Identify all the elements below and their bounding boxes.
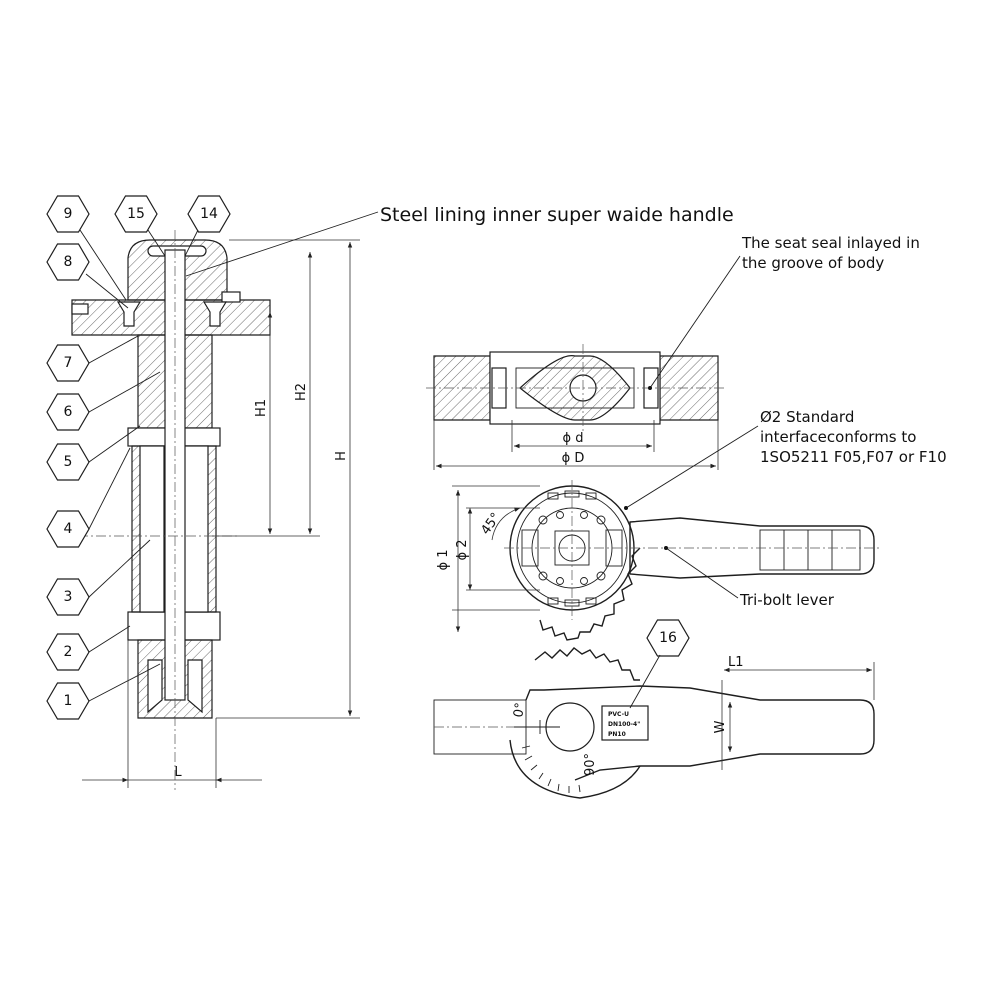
dim-d: ϕ d <box>563 431 584 446</box>
dim-45deg: 45° <box>478 510 504 537</box>
lock-teeth <box>539 547 641 641</box>
dim-H2: H2 <box>294 383 309 401</box>
svg-text:9: 9 <box>64 206 73 222</box>
nameplate-line2: DN100-4" <box>608 721 640 728</box>
svg-text:7: 7 <box>64 355 73 371</box>
dim-H: H <box>334 451 349 461</box>
dim-phi2: ϕ 2 <box>455 540 470 561</box>
svg-text:2: 2 <box>64 644 73 660</box>
top-teeth <box>534 647 640 681</box>
callout-9: 9 <box>46 195 90 233</box>
iso-annotation-line3: 1SO5211 F05,F07 or F10 <box>760 448 947 466</box>
dial-zero: 0° <box>511 702 528 719</box>
callout-16: 16 <box>646 619 690 657</box>
callout-6: 6 <box>46 393 90 431</box>
dial-arc <box>509 739 641 799</box>
svg-text:15: 15 <box>127 206 145 222</box>
handle-leader <box>185 211 379 277</box>
lever-leader <box>665 547 739 599</box>
seat-annotation-line1: The seat seal inlayed in <box>741 234 920 252</box>
seat-leader <box>649 255 741 389</box>
part-leaders <box>79 229 199 702</box>
handle-annotation: Steel lining inner super waide handle <box>380 204 734 226</box>
foot-slot-right <box>187 659 203 714</box>
svg-text:1: 1 <box>64 693 73 709</box>
handle-outline <box>525 685 875 781</box>
svg-text:3: 3 <box>64 589 73 605</box>
seat-annotation-line2: the groove of body <box>742 254 884 272</box>
flange-lip <box>71 303 89 315</box>
callout-3: 3 <box>46 578 90 616</box>
left-bolt <box>116 301 142 327</box>
iso-annotation-line2: interfaceconforms to <box>760 428 916 446</box>
nameplate-line3: PN10 <box>608 731 626 738</box>
body-section-view: ϕ d ϕ D <box>426 344 726 470</box>
callout-2: 2 <box>46 633 90 671</box>
section-view: 9 15 14 8 7 6 <box>46 195 360 790</box>
svg-text:14: 14 <box>200 206 218 222</box>
foot-slot-left <box>147 659 163 714</box>
lever-handle <box>629 517 875 579</box>
callout-4: 4 <box>46 510 90 548</box>
iso-annotation-line1: Ø2 Standard <box>760 408 854 426</box>
nameplate <box>601 705 649 741</box>
callout-5: 5 <box>46 443 90 481</box>
nameplate-line1: PVC-U <box>608 711 629 718</box>
dim-L: L <box>174 765 182 780</box>
dim-phi1: ϕ 1 <box>436 550 451 571</box>
vertical-dimensions: H H2 H1 <box>212 239 360 719</box>
body-bore-right <box>183 445 209 613</box>
callout-1: 1 <box>46 682 90 720</box>
lever-annotation: Tri-bolt lever <box>739 591 835 609</box>
dim-L-group: L <box>82 640 262 788</box>
dim-W: W <box>713 720 728 733</box>
callout-15: 15 <box>114 195 158 233</box>
dial-ninety: 90° <box>583 753 598 776</box>
svg-text:5: 5 <box>64 454 73 470</box>
dial-ticks <box>521 745 581 793</box>
dim-H1: H1 <box>254 399 269 417</box>
callout-7: 7 <box>46 344 90 382</box>
body-bore-left <box>139 445 165 613</box>
dim-L1: L1 <box>728 655 744 670</box>
flange-bolt-head <box>221 291 241 303</box>
top-view: ϕ 1 ϕ 2 45° <box>436 480 880 641</box>
callout-8: 8 <box>46 243 90 281</box>
svg-text:4: 4 <box>64 521 73 537</box>
svg-text:6: 6 <box>64 404 73 420</box>
svg-text:16: 16 <box>659 630 677 646</box>
svg-text:8: 8 <box>64 254 73 270</box>
callout-14: 14 <box>187 195 231 233</box>
handle-plan-view: PVC-U DN100-4" PN10 0° 90° 16 L1 W <box>433 619 875 799</box>
right-bolt <box>202 301 228 327</box>
iso-leader <box>625 425 759 509</box>
dim-D: ϕ D <box>562 451 585 466</box>
